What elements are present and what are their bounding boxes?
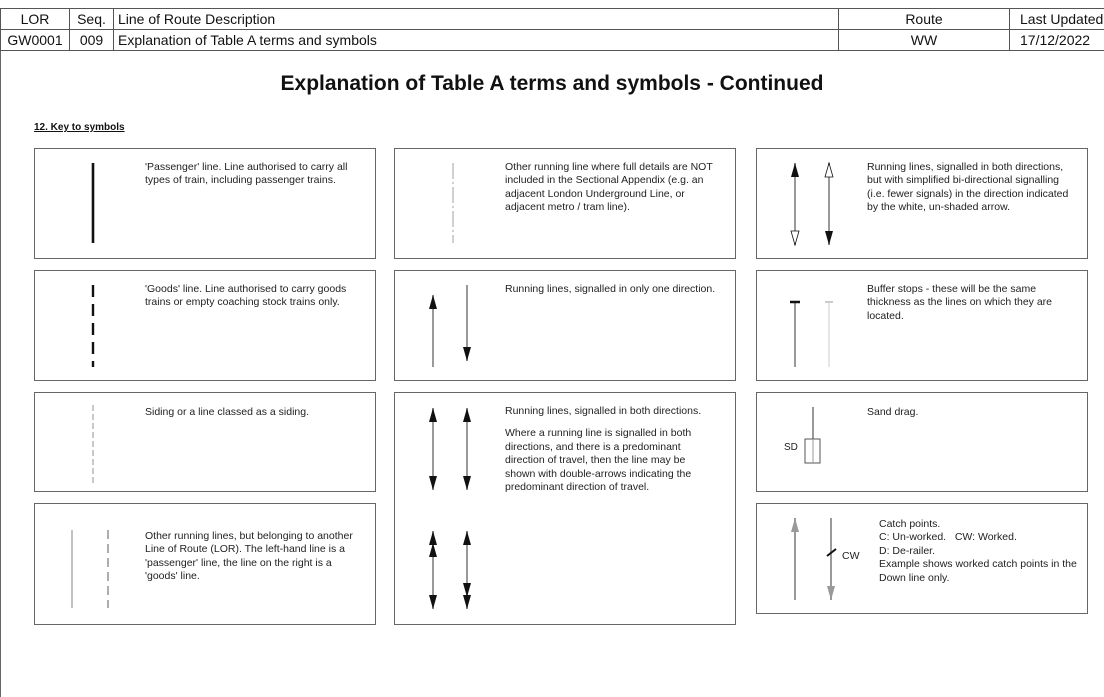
both-directions-desc-note: Where a running line is signalled in bot… (505, 427, 692, 494)
siding-symbol (92, 405, 94, 485)
catch-points-title: Catch points. (879, 518, 941, 530)
other-lor-symbol (71, 530, 109, 608)
page-title: Explanation of Table A terms and symbols… (280, 72, 824, 95)
catch-points-label: CW (842, 550, 860, 562)
catch-points-desc: Catch points. C: Un-worked. CW: Worked. … (879, 518, 1084, 585)
header-desc-label: Line of Route Description (113, 8, 839, 30)
sand-drag-label: SD (784, 442, 798, 453)
key-box-other-running: Other running line where full details ar… (394, 148, 736, 259)
one-direction-desc: Running lines, signalled in only one dir… (505, 283, 716, 295)
sand-drag-desc: Sand drag. (867, 406, 919, 418)
passenger-line-symbol (91, 163, 95, 243)
goods-line-desc: 'Goods' line. Line authorised to carry g… (145, 283, 347, 309)
key-box-goods: 'Goods' line. Line authorised to carry g… (34, 270, 376, 381)
header-lor-value: GW0001 (0, 29, 70, 51)
both-directions-symbol (429, 408, 471, 609)
key-box-siding: Siding or a line classed as a siding. (34, 392, 376, 492)
buffer-stops-desc: Buffer stops - these will be the same th… (867, 283, 1053, 322)
passenger-line-desc: 'Passenger' line. Line authorised to car… (145, 161, 348, 187)
header-seq-value: 009 (69, 29, 114, 51)
goods-line-symbol (91, 285, 95, 367)
key-box-other-lor: Other running lines, but belonging to an… (34, 503, 376, 625)
key-box-one-direction: Running lines, signalled in only one dir… (394, 270, 736, 381)
page-border (0, 51, 1, 697)
bidirectional-simplified-desc: Running lines, signalled in both directi… (867, 161, 1069, 214)
header-desc-value: Explanation of Table A terms and symbols (113, 29, 839, 51)
key-box-both-directions: Running lines, signalled in both directi… (394, 392, 736, 625)
key-box-passenger: 'Passenger' line. Line authorised to car… (34, 148, 376, 259)
header-lor-label: LOR (0, 8, 70, 30)
other-lor-desc: Other running lines, but belonging to an… (145, 530, 353, 583)
header-seq-label: Seq. (69, 8, 114, 30)
catch-points-example: Example shows worked catch points in the… (879, 558, 1077, 584)
key-box-sand-drag: SD Sand drag. (756, 392, 1088, 492)
key-box-buffer-stops: Buffer stops - these will be the same th… (756, 270, 1088, 381)
both-directions-desc-main: Running lines, signalled in both directi… (505, 405, 702, 417)
header-table: LOR Seq. Line of Route Description Route… (0, 8, 1104, 52)
other-running-desc: Other running line where full details ar… (505, 161, 713, 214)
both-directions-desc: Running lines, signalled in both directi… (505, 405, 715, 494)
header-updated-value: 17/12/2022 (1009, 29, 1104, 51)
section-heading: 12. Key to symbols (34, 122, 125, 133)
key-box-catch-points: CW Catch points. C: Un-worked. CW: Worke… (756, 503, 1088, 614)
buffer-stops-symbol (790, 300, 833, 367)
catch-points-symbol (791, 518, 837, 600)
catch-points-derailer: D: De-railer. (879, 544, 936, 557)
siding-desc: Siding or a line classed as a siding. (145, 406, 310, 418)
bidirectional-simplified-symbol (790, 161, 834, 247)
catch-points-codes: C: Un-worked. CW: Worked. (879, 531, 1017, 544)
key-box-bidirectional-simplified: Running lines, signalled in both directi… (756, 148, 1088, 259)
header-updated-label: Last Updated (1009, 8, 1104, 30)
sand-drag-symbol (804, 407, 821, 464)
other-running-line-symbol (452, 163, 454, 243)
one-direction-symbol (429, 285, 471, 367)
header-route-label: Route (838, 8, 1010, 30)
header-route-value: WW (838, 29, 1010, 51)
